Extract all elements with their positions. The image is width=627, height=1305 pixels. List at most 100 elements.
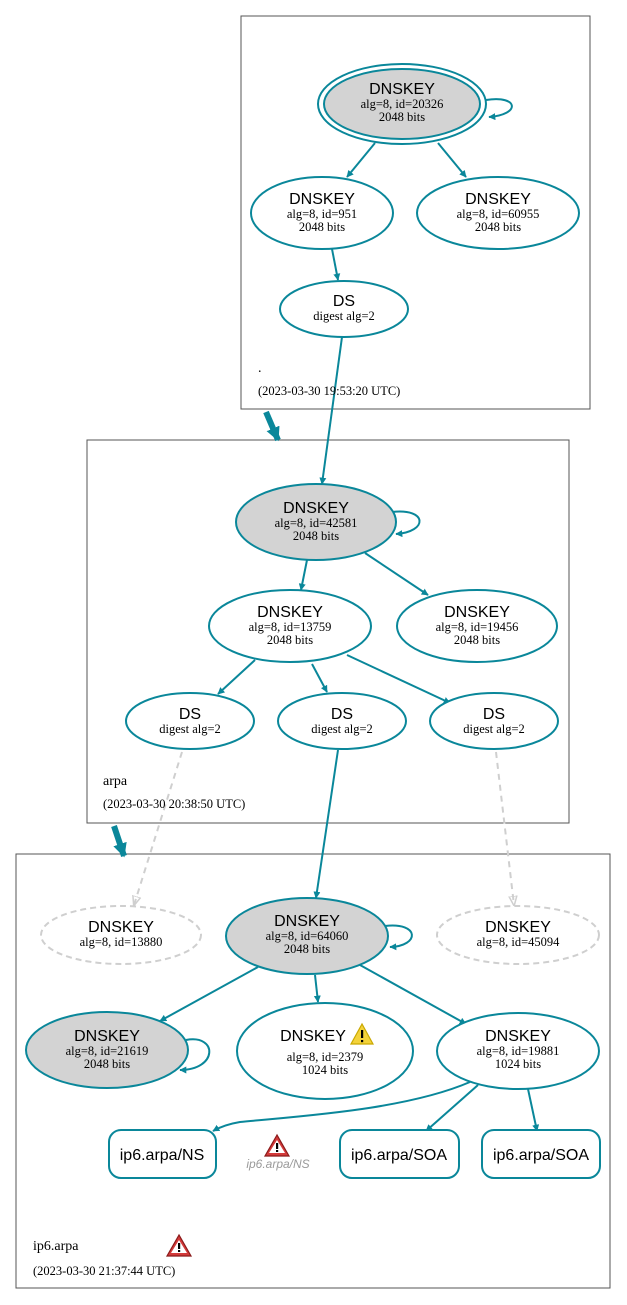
edge-self-42581 (391, 510, 421, 538)
edge-ds1-13880-missing (134, 751, 183, 905)
root-dnskey-ksk-20326[interactable]: DNSKEY alg=8, id=20326 2048 bits (317, 63, 487, 145)
node-title: DNSKEY (465, 191, 531, 208)
zone-box-root (240, 15, 591, 410)
rrset-ns[interactable]: ip6.arpa/NS (108, 1129, 217, 1179)
root-ds[interactable]: DS digest alg=2 (279, 280, 409, 338)
zone-name-arpa: arpa (103, 774, 128, 789)
warning-icon (349, 1022, 375, 1045)
edge-64060-19881 (359, 964, 467, 1025)
rrset-soa-2[interactable]: ip6.arpa/SOA (481, 1129, 601, 1179)
edge-20326-60955 (437, 142, 467, 178)
zone-timestamp-ip6-arpa: (2023-03-30 21:37:44 UTC) (33, 1264, 175, 1278)
node-title: DS (333, 293, 355, 310)
node-key-size: 2048 bits (299, 220, 345, 234)
node-key-info: alg=8, id=951 (287, 207, 357, 221)
edge-13759-ds2 (311, 663, 328, 693)
delegation-arrow-root-arpa (263, 410, 281, 442)
arpa-ds-3[interactable]: DS digest alg=2 (429, 692, 559, 750)
node-key-size: 2048 bits (267, 633, 313, 647)
node-key-size: 2048 bits (293, 529, 339, 543)
edge-20326-951 (346, 142, 376, 178)
node-title: DS (179, 706, 201, 723)
edge-64060-2379 (313, 974, 321, 1003)
node-key-size: 2048 bits (475, 220, 521, 234)
edge-13759-ds3 (346, 654, 451, 704)
edge-42581-13759 (298, 559, 308, 591)
node-key-size: 1024 bits (495, 1057, 541, 1071)
node-key-info: alg=8, id=13759 (249, 620, 332, 634)
rrset-label: ip6.arpa/SOA (351, 1147, 447, 1164)
node-key-size: 2048 bits (379, 110, 425, 124)
node-title: DS (331, 706, 353, 723)
node-key-info: alg=8, id=19881 (477, 1044, 560, 1058)
rrset-ns-ghost[interactable]: ip6.arpa/NS (246, 1133, 310, 1171)
node-key-size: 2048 bits (84, 1057, 130, 1071)
node-key-info: alg=8, id=19456 (436, 620, 519, 634)
node-key-info: alg=8, id=60955 (457, 207, 540, 221)
ip6-dnskey-2379[interactable]: DNSKEY alg=8, id=2379 1024 bits (236, 1002, 414, 1100)
node-title: DNSKEY (485, 1028, 551, 1045)
node-title: DNSKEY (257, 604, 323, 621)
node-key-size: 2048 bits (284, 942, 330, 956)
node-key-info: alg=8, id=45094 (477, 935, 561, 949)
node-key-size: 1024 bits (302, 1063, 348, 1077)
node-digest-info: digest alg=2 (159, 722, 221, 736)
arpa-ds-2[interactable]: DS digest alg=2 (277, 692, 407, 750)
node-key-size: 2048 bits (454, 633, 500, 647)
node-title: DNSKEY (289, 191, 355, 208)
error-icon (263, 1133, 291, 1157)
edge-19881-soa2 (527, 1088, 540, 1132)
delegation-arrow-arpa-ip6 (111, 825, 127, 858)
zone-box-ip6-arpa (15, 853, 611, 1289)
node-title: DNSKEY (74, 1028, 140, 1045)
arpa-dnskey-19456[interactable]: DNSKEY alg=8, id=19456 2048 bits (396, 589, 558, 663)
node-key-info: alg=8, id=42581 (275, 516, 358, 530)
rrset-label: ip6.arpa/NS (246, 1157, 309, 1171)
arpa-ds-1[interactable]: DS digest alg=2 (125, 692, 255, 750)
edge-42581-19456 (364, 552, 429, 596)
rrset-label: ip6.arpa/NS (120, 1147, 205, 1164)
ip6-dnskey-19881[interactable]: DNSKEY alg=8, id=19881 1024 bits (436, 1012, 600, 1090)
node-key-info: alg=8, id=2379 (287, 1050, 364, 1064)
edge-self-20326 (485, 98, 513, 121)
node-title: DNSKEY (283, 500, 349, 517)
root-dnskey-951[interactable]: DNSKEY alg=8, id=951 2048 bits (250, 176, 394, 250)
edge-19881-soa1 (425, 1084, 479, 1132)
node-digest-info: digest alg=2 (311, 722, 373, 736)
rrset-label: ip6.arpa/SOA (493, 1147, 589, 1164)
edge-19881-ns (212, 1081, 471, 1132)
node-key-info: alg=8, id=13880 (80, 935, 163, 949)
ip6-dnskey-missing-45094[interactable]: DNSKEY alg=8, id=45094 (436, 905, 600, 965)
edge-64060-21619 (159, 966, 259, 1022)
edge-13759-ds1 (217, 659, 256, 695)
node-key-info: alg=8, id=20326 (361, 97, 444, 111)
node-key-info: alg=8, id=21619 (66, 1044, 149, 1058)
root-dnskey-60955[interactable]: DNSKEY alg=8, id=60955 2048 bits (416, 176, 580, 250)
node-title: DNSKEY (369, 81, 435, 98)
zone-timestamp-arpa: (2023-03-30 20:38:50 UTC) (103, 797, 245, 811)
arpa-dnskey-ksk-42581[interactable]: DNSKEY alg=8, id=42581 2048 bits (235, 483, 397, 561)
edge-self-64060 (384, 924, 413, 951)
zone-timestamp-root: (2023-03-30 19:53:20 UTC) (258, 384, 400, 398)
edge-self-21619 (179, 1038, 211, 1074)
node-title: DNSKEY (88, 919, 154, 936)
node-digest-info: digest alg=2 (463, 722, 525, 736)
node-key-info: alg=8, id=64060 (266, 929, 349, 943)
error-icon (165, 1233, 193, 1257)
edge-ds3-45094-missing (495, 751, 514, 905)
ip6-dnskey-ksk-64060[interactable]: DNSKEY alg=8, id=64060 2048 bits (225, 897, 389, 975)
node-digest-info: digest alg=2 (313, 309, 375, 323)
ip6-dnskey-missing-13880[interactable]: DNSKEY alg=8, id=13880 (40, 905, 202, 965)
zone-name-root: . (258, 361, 262, 376)
edge-ds-42581 (319, 336, 343, 485)
zone-name-ip6-arpa: ip6.arpa (33, 1239, 79, 1254)
rrset-soa-1[interactable]: ip6.arpa/SOA (339, 1129, 460, 1179)
edge-ds2-64060 (313, 749, 339, 899)
arpa-dnskey-13759[interactable]: DNSKEY alg=8, id=13759 2048 bits (208, 589, 372, 663)
node-title: DNSKEY (280, 1028, 346, 1045)
ip6-dnskey-21619[interactable]: DNSKEY alg=8, id=21619 2048 bits (25, 1011, 189, 1089)
node-title: DNSKEY (274, 913, 340, 930)
node-title: DNSKEY (485, 919, 551, 936)
edge-951-ds (331, 248, 341, 281)
node-title: DNSKEY (444, 604, 510, 621)
